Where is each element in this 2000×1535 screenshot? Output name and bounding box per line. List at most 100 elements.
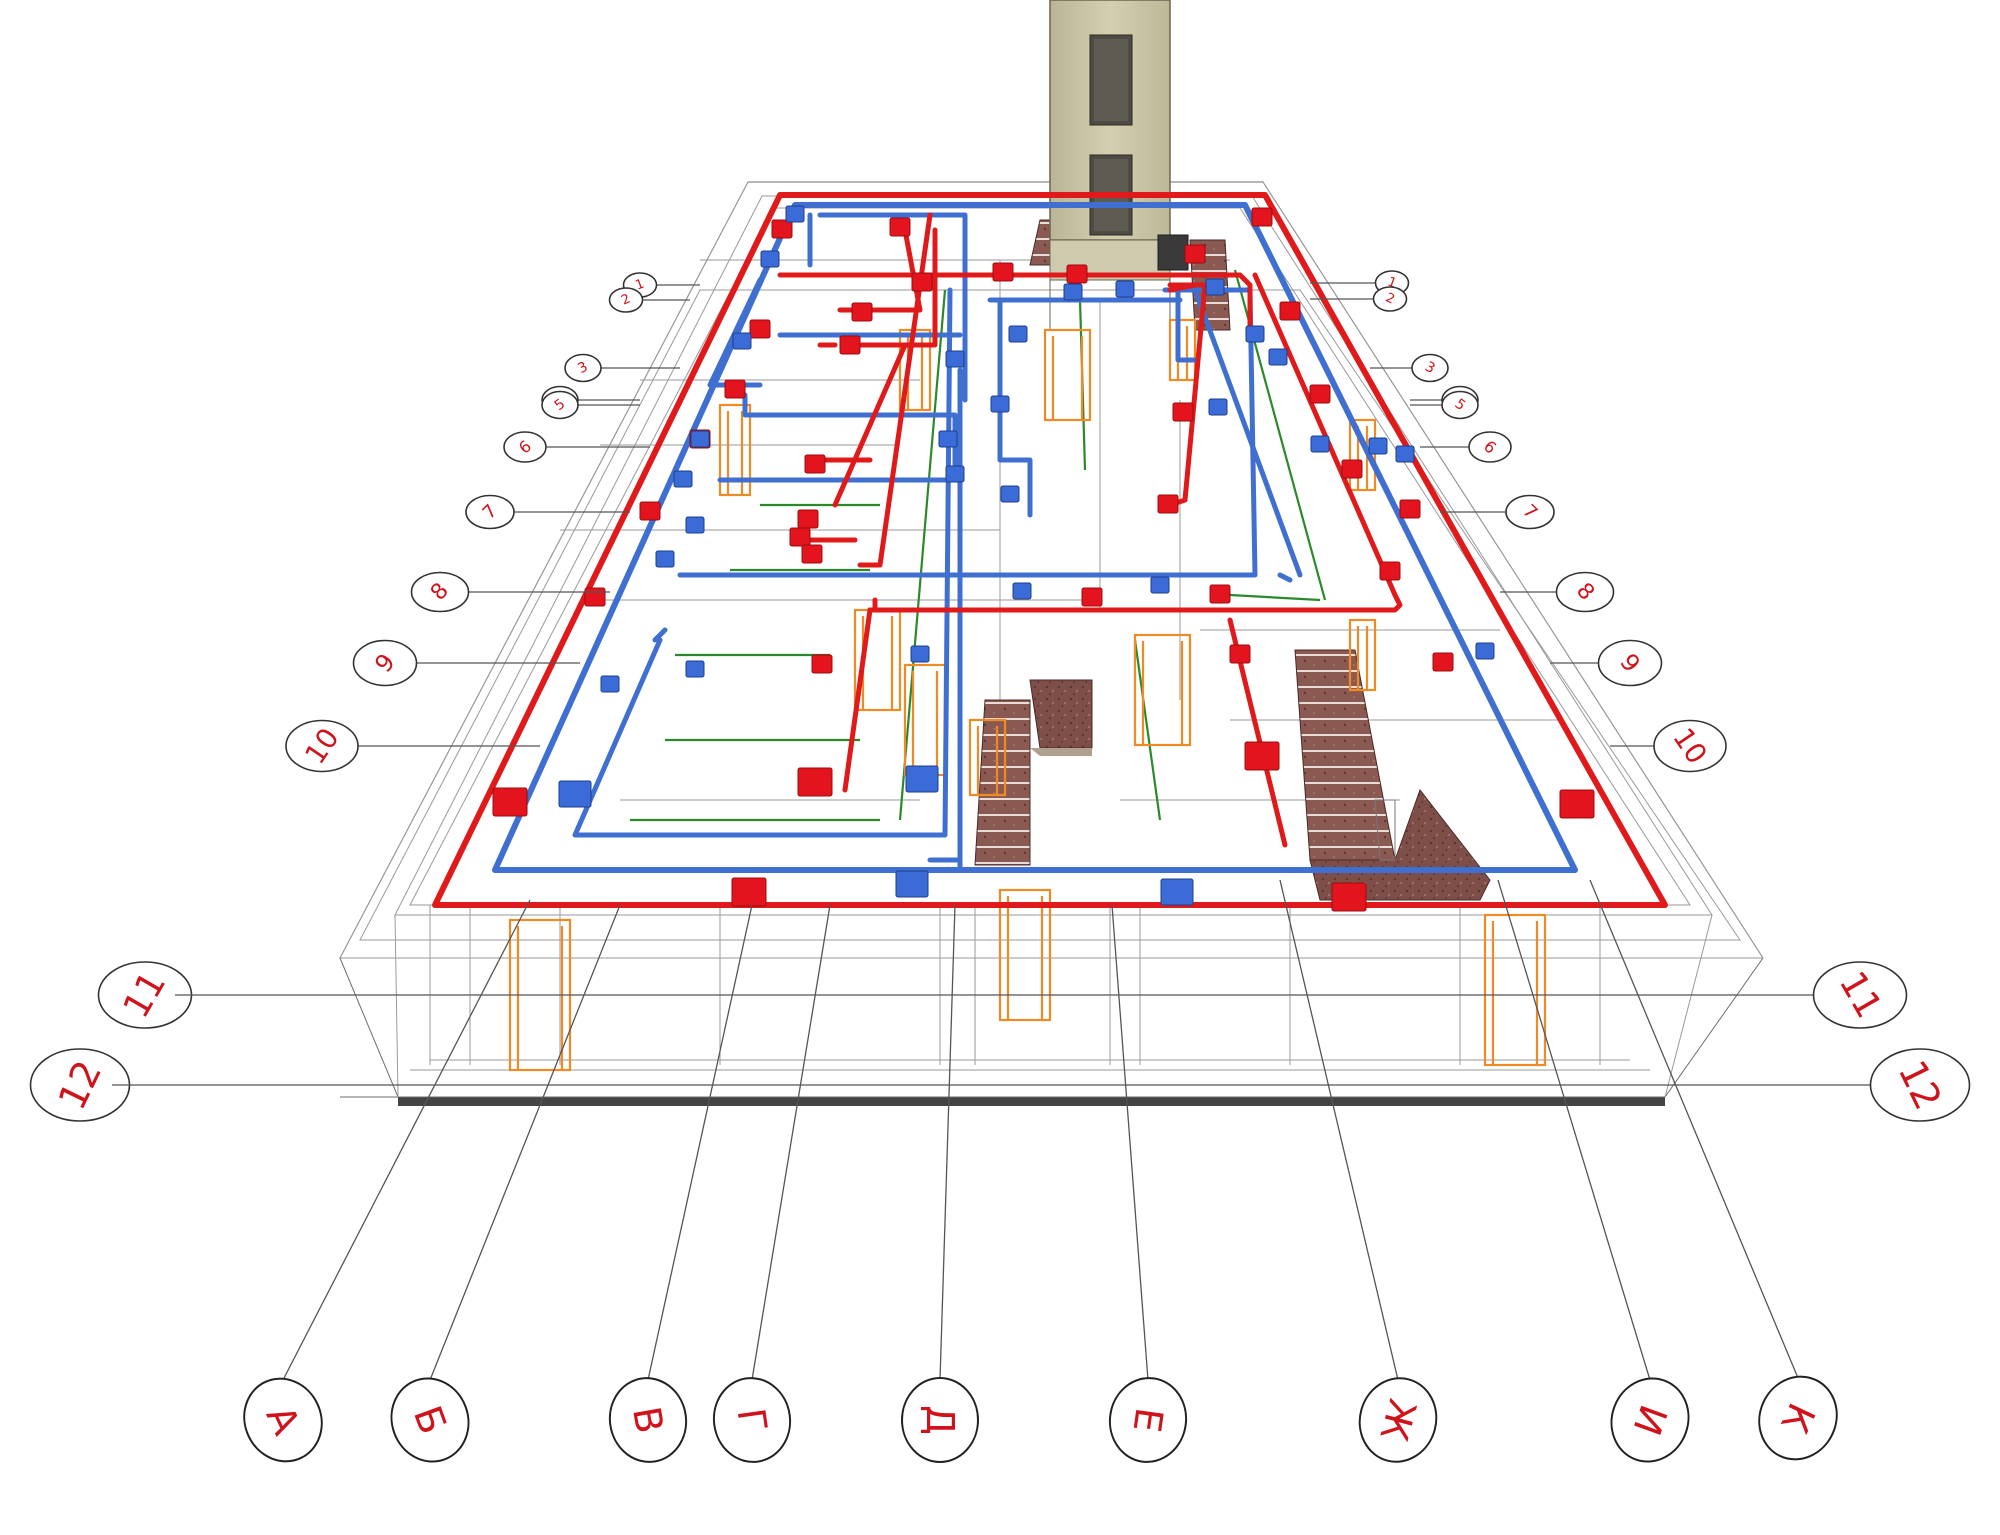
row-axis-right-5: 5 [1410, 390, 1479, 420]
cold-valve [990, 395, 1010, 413]
cold-valve [910, 645, 930, 663]
hot-valve [992, 262, 1014, 282]
column-axis-8: И [1497, 879, 1690, 1463]
fixture-frame [1483, 913, 1547, 1067]
cold-valve [1150, 576, 1170, 594]
row-axis-right-10: 10 [1610, 719, 1727, 773]
cold-valve [760, 250, 780, 268]
hot-valve [1341, 459, 1363, 479]
cold-valve [685, 660, 705, 678]
row-axis-left-3: 3 [564, 353, 680, 383]
cold-valve [895, 870, 929, 898]
cold-valve [905, 765, 939, 793]
hot-valve [797, 509, 819, 529]
row-axis-right-11: 11 [1812, 961, 1908, 1029]
hot-valve [1309, 384, 1331, 404]
fixture-frame [998, 888, 1052, 1022]
cold-valve [1063, 283, 1083, 301]
hot-valve [1279, 301, 1301, 321]
hot-valve [1081, 587, 1103, 607]
cold-valve [1208, 398, 1228, 416]
hot-valve [1331, 882, 1367, 912]
hot-valve [639, 501, 661, 521]
cold-valve [558, 780, 592, 808]
hot-valve [1066, 264, 1088, 284]
row-axis-left-9: 9 [352, 639, 580, 687]
cold-valve [1475, 642, 1495, 660]
cold-valve [945, 350, 965, 368]
cold-valve [1160, 878, 1194, 906]
cold-valve [1395, 445, 1415, 463]
row-axis-right-12: 12 [1869, 1048, 1971, 1122]
hot-valve [1399, 499, 1421, 519]
hot-valve [1157, 494, 1179, 514]
column-axis-3: В [608, 904, 753, 1463]
column-axis-5: Д [901, 904, 979, 1463]
hot-valve [771, 219, 793, 239]
stair-flight-right [1294, 649, 1396, 861]
column-axis-7: Ж [1279, 879, 1438, 1463]
cold-valve [1310, 435, 1330, 453]
cold-valve [1205, 278, 1225, 296]
cold-valve [945, 465, 965, 483]
column-axis-6: Е [1108, 904, 1188, 1463]
building-wireframe [339, 181, 1764, 1106]
row-axis-left-10: 10 [285, 719, 540, 773]
hot-valve [1379, 561, 1401, 581]
fixture-frame [1348, 618, 1377, 692]
row-axis-right-7: 7 [1440, 494, 1555, 530]
row-axes: 123456789101112123456789101112 [29, 270, 1971, 1122]
row-axis-right-3: 3 [1370, 353, 1449, 383]
cold-valve [1268, 348, 1288, 366]
column-axis-9: К [1589, 879, 1838, 1461]
cold-valve [673, 470, 693, 488]
hot-valve [839, 335, 861, 355]
stair-flight-center [974, 699, 1031, 866]
hot-valve [851, 302, 873, 322]
cold-valve [785, 205, 805, 223]
hot-valve [1172, 402, 1194, 422]
cold-valve [1012, 582, 1032, 600]
elevator-tower [1049, 0, 1189, 330]
hot-valve [811, 654, 833, 674]
hot-valve [749, 319, 771, 339]
fixture-frame [968, 718, 1007, 797]
row-axis-right-6: 6 [1420, 431, 1512, 463]
hot-valve [1432, 652, 1454, 672]
column-axis-1: А [243, 899, 531, 1463]
cold-water-pipes [492, 202, 1578, 873]
hot-valve [1229, 644, 1251, 664]
hot-valve [804, 454, 826, 474]
cold-valve [655, 550, 675, 568]
hot-valve [492, 787, 528, 817]
cold-valve [1008, 325, 1028, 343]
row-axis-left-2: 2 [608, 287, 690, 313]
row-axis-right-2: 2 [1310, 286, 1408, 312]
hot-valve [789, 527, 811, 547]
fixture-frame [1043, 328, 1092, 422]
cold-valve [732, 332, 752, 350]
valves [492, 205, 1595, 912]
stairs [974, 219, 1491, 901]
column-axis-4: Г [712, 904, 831, 1463]
cold-valve [1115, 280, 1135, 298]
cold-valve [1368, 437, 1388, 455]
fixture-frame [1168, 318, 1197, 382]
row-axis-left-5: 5 [541, 390, 640, 420]
row-axis-right-9: 9 [1550, 639, 1663, 687]
cold-valve [600, 675, 620, 693]
cold-valve [938, 430, 958, 448]
hot-valve [1244, 741, 1280, 771]
row-axis-left-7: 7 [465, 494, 630, 530]
hot-valve [911, 272, 933, 292]
hot-valve [1559, 789, 1595, 819]
cold-valve [685, 516, 705, 534]
hot-valve [584, 587, 606, 607]
column-axis-label: Д [918, 1405, 962, 1435]
hot-valve [797, 767, 833, 797]
hot-valve [1184, 244, 1206, 264]
fixture-frame [1133, 633, 1192, 747]
row-axis-left-6: 6 [503, 431, 650, 463]
